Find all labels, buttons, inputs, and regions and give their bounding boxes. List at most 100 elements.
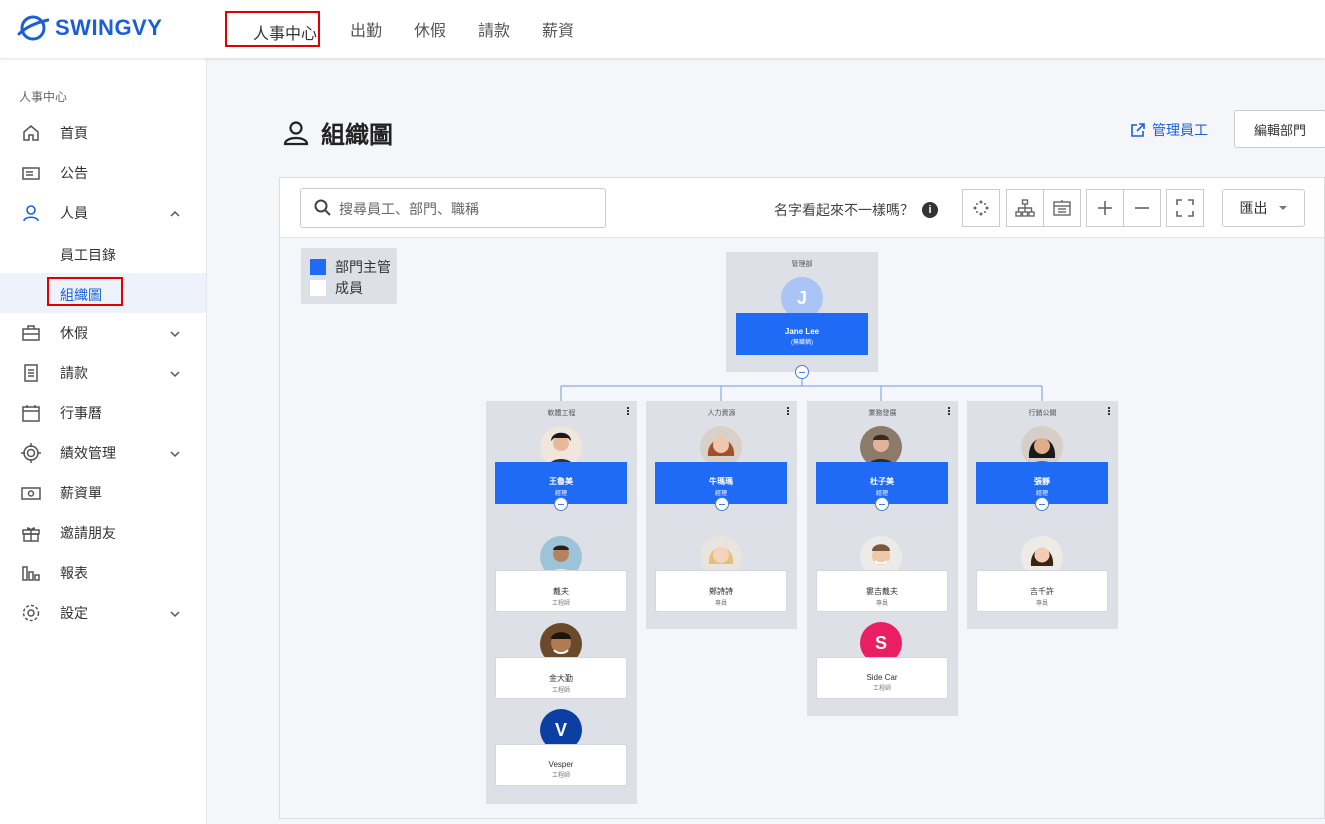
person-role: 經理 <box>1035 491 1048 497</box>
sidebar-item-settings[interactable]: 設定 <box>0 593 206 633</box>
person-role: 工程師 <box>551 773 570 779</box>
legend-manager-label: 部門主管 <box>335 259 391 275</box>
plus-icon <box>1098 201 1112 215</box>
caret-down-icon <box>1278 206 1287 210</box>
page-title-text: 組織圖 <box>321 122 393 149</box>
manager-card-root[interactable]: Jane Lee (無職稱) <box>736 313 868 355</box>
org-tree-icon <box>1015 199 1035 217</box>
sidebar-item-leave[interactable]: 休假 <box>0 313 206 353</box>
person-name: 鄭詩詩 <box>709 587 733 596</box>
id-card-icon <box>1053 200 1071 216</box>
minus-icon <box>1135 207 1149 209</box>
person-role: 工程師 <box>551 601 570 607</box>
swingvy-logo[interactable]: SWINGVY <box>17 12 162 44</box>
brand-name: SWINGVY <box>55 15 163 40</box>
search-box[interactable] <box>300 188 606 228</box>
dept-name: 人力資源 <box>707 410 736 417</box>
sidebar-item-home[interactable]: 首頁 <box>0 113 206 153</box>
gear-icon <box>22 604 40 622</box>
person-role: 工程師 <box>551 688 570 694</box>
avatar[interactable] <box>860 426 902 468</box>
sidebar-item-label: 請款 <box>60 365 88 381</box>
sidebar-item-announcement[interactable]: 公告 <box>0 153 206 193</box>
topnav-attendance[interactable]: 出勤 <box>350 23 383 40</box>
member-card[interactable]: 戴夫 工程師 <box>495 570 627 612</box>
avatar[interactable] <box>540 426 582 468</box>
info-icon[interactable]: i <box>922 202 938 218</box>
manager-card[interactable]: 王魯美 經理 <box>495 462 627 504</box>
person-name: Jane Lee <box>784 327 820 336</box>
top-nav: 人事中心 出勤 休假 請款 薪資 <box>225 0 606 58</box>
sidebar-item-directory[interactable]: 員工目錄 <box>0 233 206 273</box>
member-card[interactable]: 婁吉戴夫 專員 <box>816 570 948 612</box>
sidebar-item-calendar[interactable]: 行事曆 <box>0 393 206 433</box>
collapse-toggle[interactable] <box>795 365 809 379</box>
person-name: 戴夫 <box>553 587 569 596</box>
tree-view-button[interactable] <box>1006 189 1044 227</box>
legend-manager: 部門主管 <box>310 257 391 277</box>
topnav-hr-center[interactable]: 人事中心 <box>225 11 320 47</box>
sidebar-item-label: 員工目錄 <box>60 247 116 263</box>
person-role: (無職稱) <box>791 340 813 346</box>
target-icon <box>21 443 41 463</box>
collapse-toggle[interactable] <box>554 497 568 511</box>
sidebar-item-invite[interactable]: 邀請朋友 <box>0 513 206 553</box>
person-name: 吉千許 <box>1030 587 1054 596</box>
sidebar-item-reports[interactable]: 報表 <box>0 553 206 593</box>
more-vert-icon[interactable] <box>627 407 631 416</box>
topnav-leave[interactable]: 休假 <box>414 23 447 40</box>
zoom-out-button[interactable] <box>1123 189 1161 227</box>
news-icon <box>22 167 40 180</box>
chevron-down-icon <box>170 371 180 378</box>
chevron-up-icon <box>170 210 180 217</box>
member-card[interactable]: 鄭詩詩 專員 <box>655 570 787 612</box>
sidebar-item-people[interactable]: 人員 <box>0 193 206 233</box>
topnav-expense[interactable]: 請款 <box>478 23 511 40</box>
top-bar: SWINGVY 人事中心 出勤 休假 請款 薪資 <box>0 0 1325 58</box>
sidebar-item-label: 組織圖 <box>60 287 102 303</box>
search-input[interactable] <box>339 198 599 220</box>
more-vert-icon[interactable] <box>1108 407 1112 416</box>
sidebar-item-label: 報表 <box>60 565 88 581</box>
chart-legend: 部門主管 成員 <box>301 248 397 304</box>
fullscreen-button[interactable] <box>1166 189 1204 227</box>
sidebar-item-performance[interactable]: 績效管理 <box>0 433 206 473</box>
collapse-toggle[interactable] <box>1035 497 1049 511</box>
calendar-icon <box>22 405 40 422</box>
chevron-down-icon <box>170 331 180 338</box>
member-card[interactable]: Side Car 工程師 <box>816 657 948 699</box>
member-card[interactable]: Vesper 工程師 <box>495 744 627 786</box>
sidebar-item-label: 邀請朋友 <box>60 525 116 541</box>
member-card[interactable]: 吉千許 專員 <box>976 570 1108 612</box>
person-role: 專員 <box>1035 601 1048 607</box>
more-vert-icon[interactable] <box>787 407 791 416</box>
avatar[interactable] <box>700 426 742 468</box>
dept-name: 行銷公關 <box>1028 410 1057 417</box>
sidebar-item-label: 績效管理 <box>60 445 116 461</box>
edit-department-button[interactable]: 編輯部門 <box>1234 110 1325 148</box>
legend-member-label: 成員 <box>335 280 363 296</box>
more-vert-icon[interactable] <box>948 407 952 416</box>
person-name: 杜子美 <box>870 477 894 486</box>
collapse-toggle[interactable] <box>715 497 729 511</box>
legend-member: 成員 <box>310 278 363 298</box>
chevron-down-icon <box>170 611 180 618</box>
sidebar-item-expense[interactable]: 請款 <box>0 353 206 393</box>
collapse-toggle[interactable] <box>875 497 889 511</box>
card-view-button[interactable] <box>1043 189 1081 227</box>
manage-employees-link[interactable]: 管理員工 <box>1130 120 1208 140</box>
sidebar-item-payslip[interactable]: 薪資單 <box>0 473 206 513</box>
sidebar-item-org-chart[interactable]: 組織圖 <box>0 273 206 313</box>
topnav-payroll[interactable]: 薪資 <box>542 23 575 40</box>
person-role: 工程師 <box>872 686 891 692</box>
zoom-in-button[interactable] <box>1086 189 1124 227</box>
person-name: 張靜 <box>1034 477 1050 486</box>
sparkle-layout-button[interactable] <box>962 189 1000 227</box>
member-card[interactable]: 金大勤 工程師 <box>495 657 627 699</box>
gift-icon <box>22 527 40 542</box>
person-name: 王魯美 <box>549 477 573 486</box>
export-dropdown[interactable]: 匯出 <box>1222 189 1305 227</box>
avatar[interactable]: J <box>781 277 823 319</box>
sidebar-item-label: 人員 <box>60 205 88 221</box>
briefcase-icon <box>22 325 40 341</box>
